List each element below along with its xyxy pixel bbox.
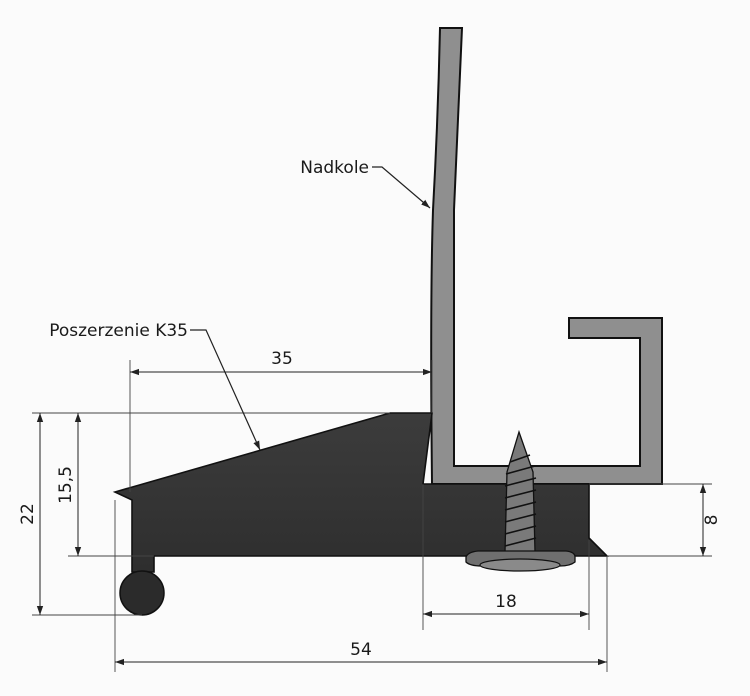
bottom-bulb bbox=[119, 570, 165, 616]
dimension-lines bbox=[36, 368, 707, 666]
dim-value-8: 8 bbox=[702, 515, 722, 526]
dim-value-15-5: 15,5 bbox=[56, 466, 76, 504]
widening-profile bbox=[112, 412, 609, 573]
dim-value-18: 18 bbox=[495, 592, 517, 612]
leader-lines bbox=[190, 166, 431, 451]
extension-lines bbox=[32, 360, 712, 672]
label-nadkole: Nadkole bbox=[300, 158, 369, 178]
dim-value-35: 35 bbox=[271, 349, 293, 369]
dim-value-54: 54 bbox=[350, 640, 372, 660]
fender-profile bbox=[430, 27, 663, 485]
screw bbox=[465, 429, 576, 572]
dim-value-22: 22 bbox=[18, 503, 38, 525]
label-poszerzenie: Poszerzenie K35 bbox=[49, 321, 188, 341]
